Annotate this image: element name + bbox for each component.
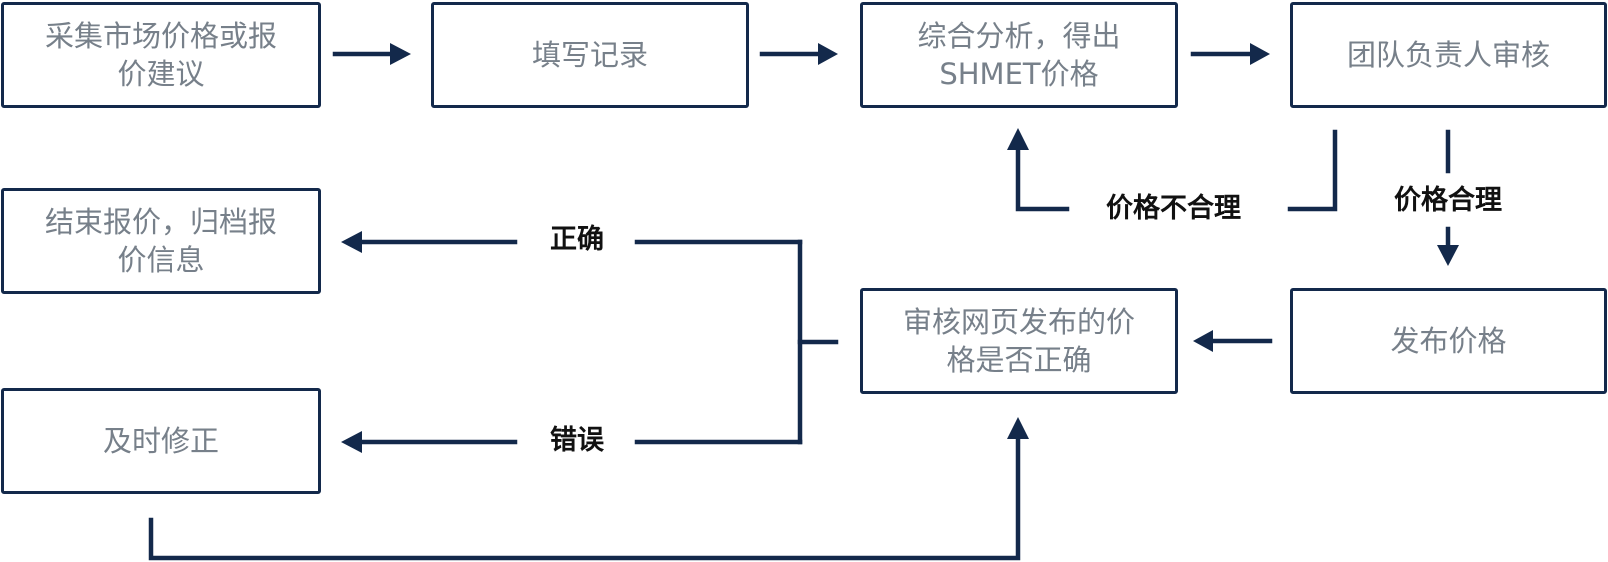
node-archive: 结束报价，归档报 价信息 xyxy=(1,188,321,294)
arrowhead xyxy=(1437,245,1459,266)
arrowhead xyxy=(1193,330,1213,352)
line-review-back-right xyxy=(1287,129,1338,212)
node-text-line: 综合分析，得出 xyxy=(917,19,1121,53)
node-analyze: 综合分析，得出 SHMET价格 xyxy=(860,2,1178,108)
node-text-line: 及时修正 xyxy=(102,424,219,458)
node-text-line: 填写记录 xyxy=(531,38,648,72)
node-text-line: SHMET价格 xyxy=(939,57,1099,91)
line-fix-to-check xyxy=(148,436,1021,561)
arrowhead xyxy=(1007,417,1029,439)
edge-label-correct: 正确 xyxy=(550,224,604,255)
node-fix: 及时修正 xyxy=(1,388,321,494)
arrowhead xyxy=(341,431,362,453)
edge-label-unreasonable: 价格不合理 xyxy=(1106,193,1241,224)
line-review-back-left xyxy=(1015,147,1070,212)
node-text-line: 采集市场价格或报 xyxy=(44,19,277,53)
node-text-line: 审核网页发布的价 xyxy=(902,305,1135,339)
node-fill-record: 填写记录 xyxy=(431,2,749,108)
node-text-line: 价建议 xyxy=(117,57,205,91)
node-text-line: 发布价格 xyxy=(1390,324,1507,358)
arrowhead xyxy=(818,43,838,65)
node-text-line: 价信息 xyxy=(117,243,205,277)
node-collect-price: 采集市场价格或报 价建议 xyxy=(1,2,321,108)
edge-label-error: 错误 xyxy=(550,425,604,456)
node-leader-review: 团队负责人审核 xyxy=(1290,2,1607,108)
arrowhead xyxy=(1250,43,1270,65)
arrowhead xyxy=(390,43,411,65)
node-check-publish: 审核网页发布的价 格是否正确 xyxy=(860,288,1178,394)
arrowhead xyxy=(1007,128,1029,150)
node-publish-price: 发布价格 xyxy=(1290,288,1607,394)
arrowhead xyxy=(341,231,362,253)
node-text-line: 团队负责人审核 xyxy=(1346,38,1550,72)
node-text-line: 格是否正确 xyxy=(946,343,1092,377)
edge-label-reasonable: 价格合理 xyxy=(1394,185,1502,216)
node-text-line: 结束报价，归档报 xyxy=(44,205,277,239)
